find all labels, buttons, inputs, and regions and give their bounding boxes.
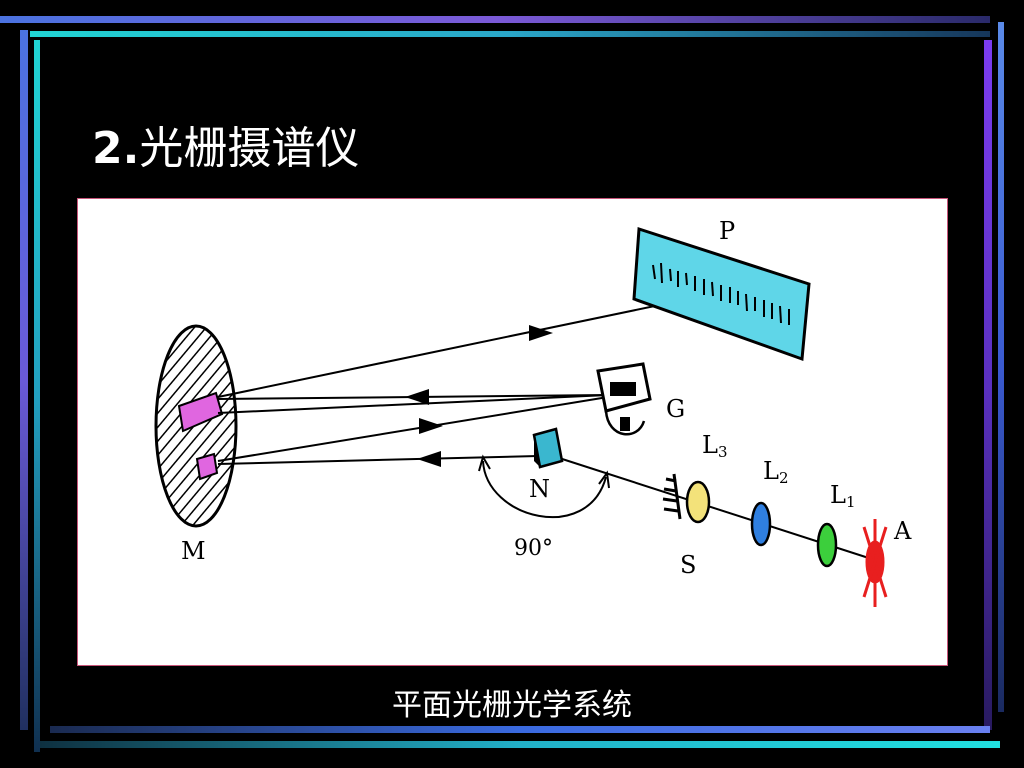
- label-l1: L1: [830, 481, 855, 511]
- frame-top-bar: [0, 16, 990, 23]
- ray-prism-to-mirror: [217, 455, 539, 465]
- photographic-plate: [632, 226, 811, 362]
- frame-bottom-bar: [50, 726, 990, 733]
- label-l2: L2: [763, 457, 788, 487]
- label-prism: N: [529, 475, 550, 503]
- lens-l2: [750, 501, 772, 547]
- mirror-window-upper: [177, 391, 224, 433]
- label-l3: L3: [702, 431, 727, 461]
- grating: [596, 362, 652, 436]
- label-grating: G: [666, 395, 685, 423]
- slide-title: 2.光栅摄谱仪: [92, 112, 359, 176]
- frame-top-bar-2: [30, 31, 990, 37]
- optical-diagram-svg: P G M N S L3 L2 L1 A 90°: [154, 217, 912, 607]
- angle-marker: [478, 454, 610, 519]
- label-plate: P: [719, 217, 735, 245]
- prism: [532, 427, 564, 469]
- label-source: A: [893, 517, 912, 545]
- slide-caption: 平面光栅光学系统: [392, 688, 632, 723]
- frame-right-bar: [984, 40, 992, 730]
- frame-left-bar-2: [34, 40, 40, 752]
- title-text: 光栅摄谱仪: [139, 123, 360, 174]
- label-mirror: M: [181, 537, 206, 565]
- light-source: [862, 519, 888, 607]
- frame-left-bar: [20, 30, 28, 730]
- ray-mirror-to-grating: [217, 396, 609, 462]
- title-number: 2.: [92, 123, 140, 174]
- optical-diagram: P G M N S L3 L2 L1 A 90°: [77, 198, 948, 666]
- ray-mirror-to-plate: [217, 296, 699, 398]
- concave-mirror: [154, 324, 238, 528]
- frame-bottom-bar-2: [40, 741, 1000, 748]
- light-paths: [217, 296, 879, 562]
- slit: [662, 473, 682, 520]
- lens-l1: [816, 522, 838, 568]
- mirror-window-lower: [195, 452, 219, 481]
- frame-right-bar-2: [998, 22, 1004, 712]
- label-slit: S: [680, 551, 696, 579]
- label-angle: 90°: [514, 536, 553, 561]
- lens-l3: [685, 480, 711, 524]
